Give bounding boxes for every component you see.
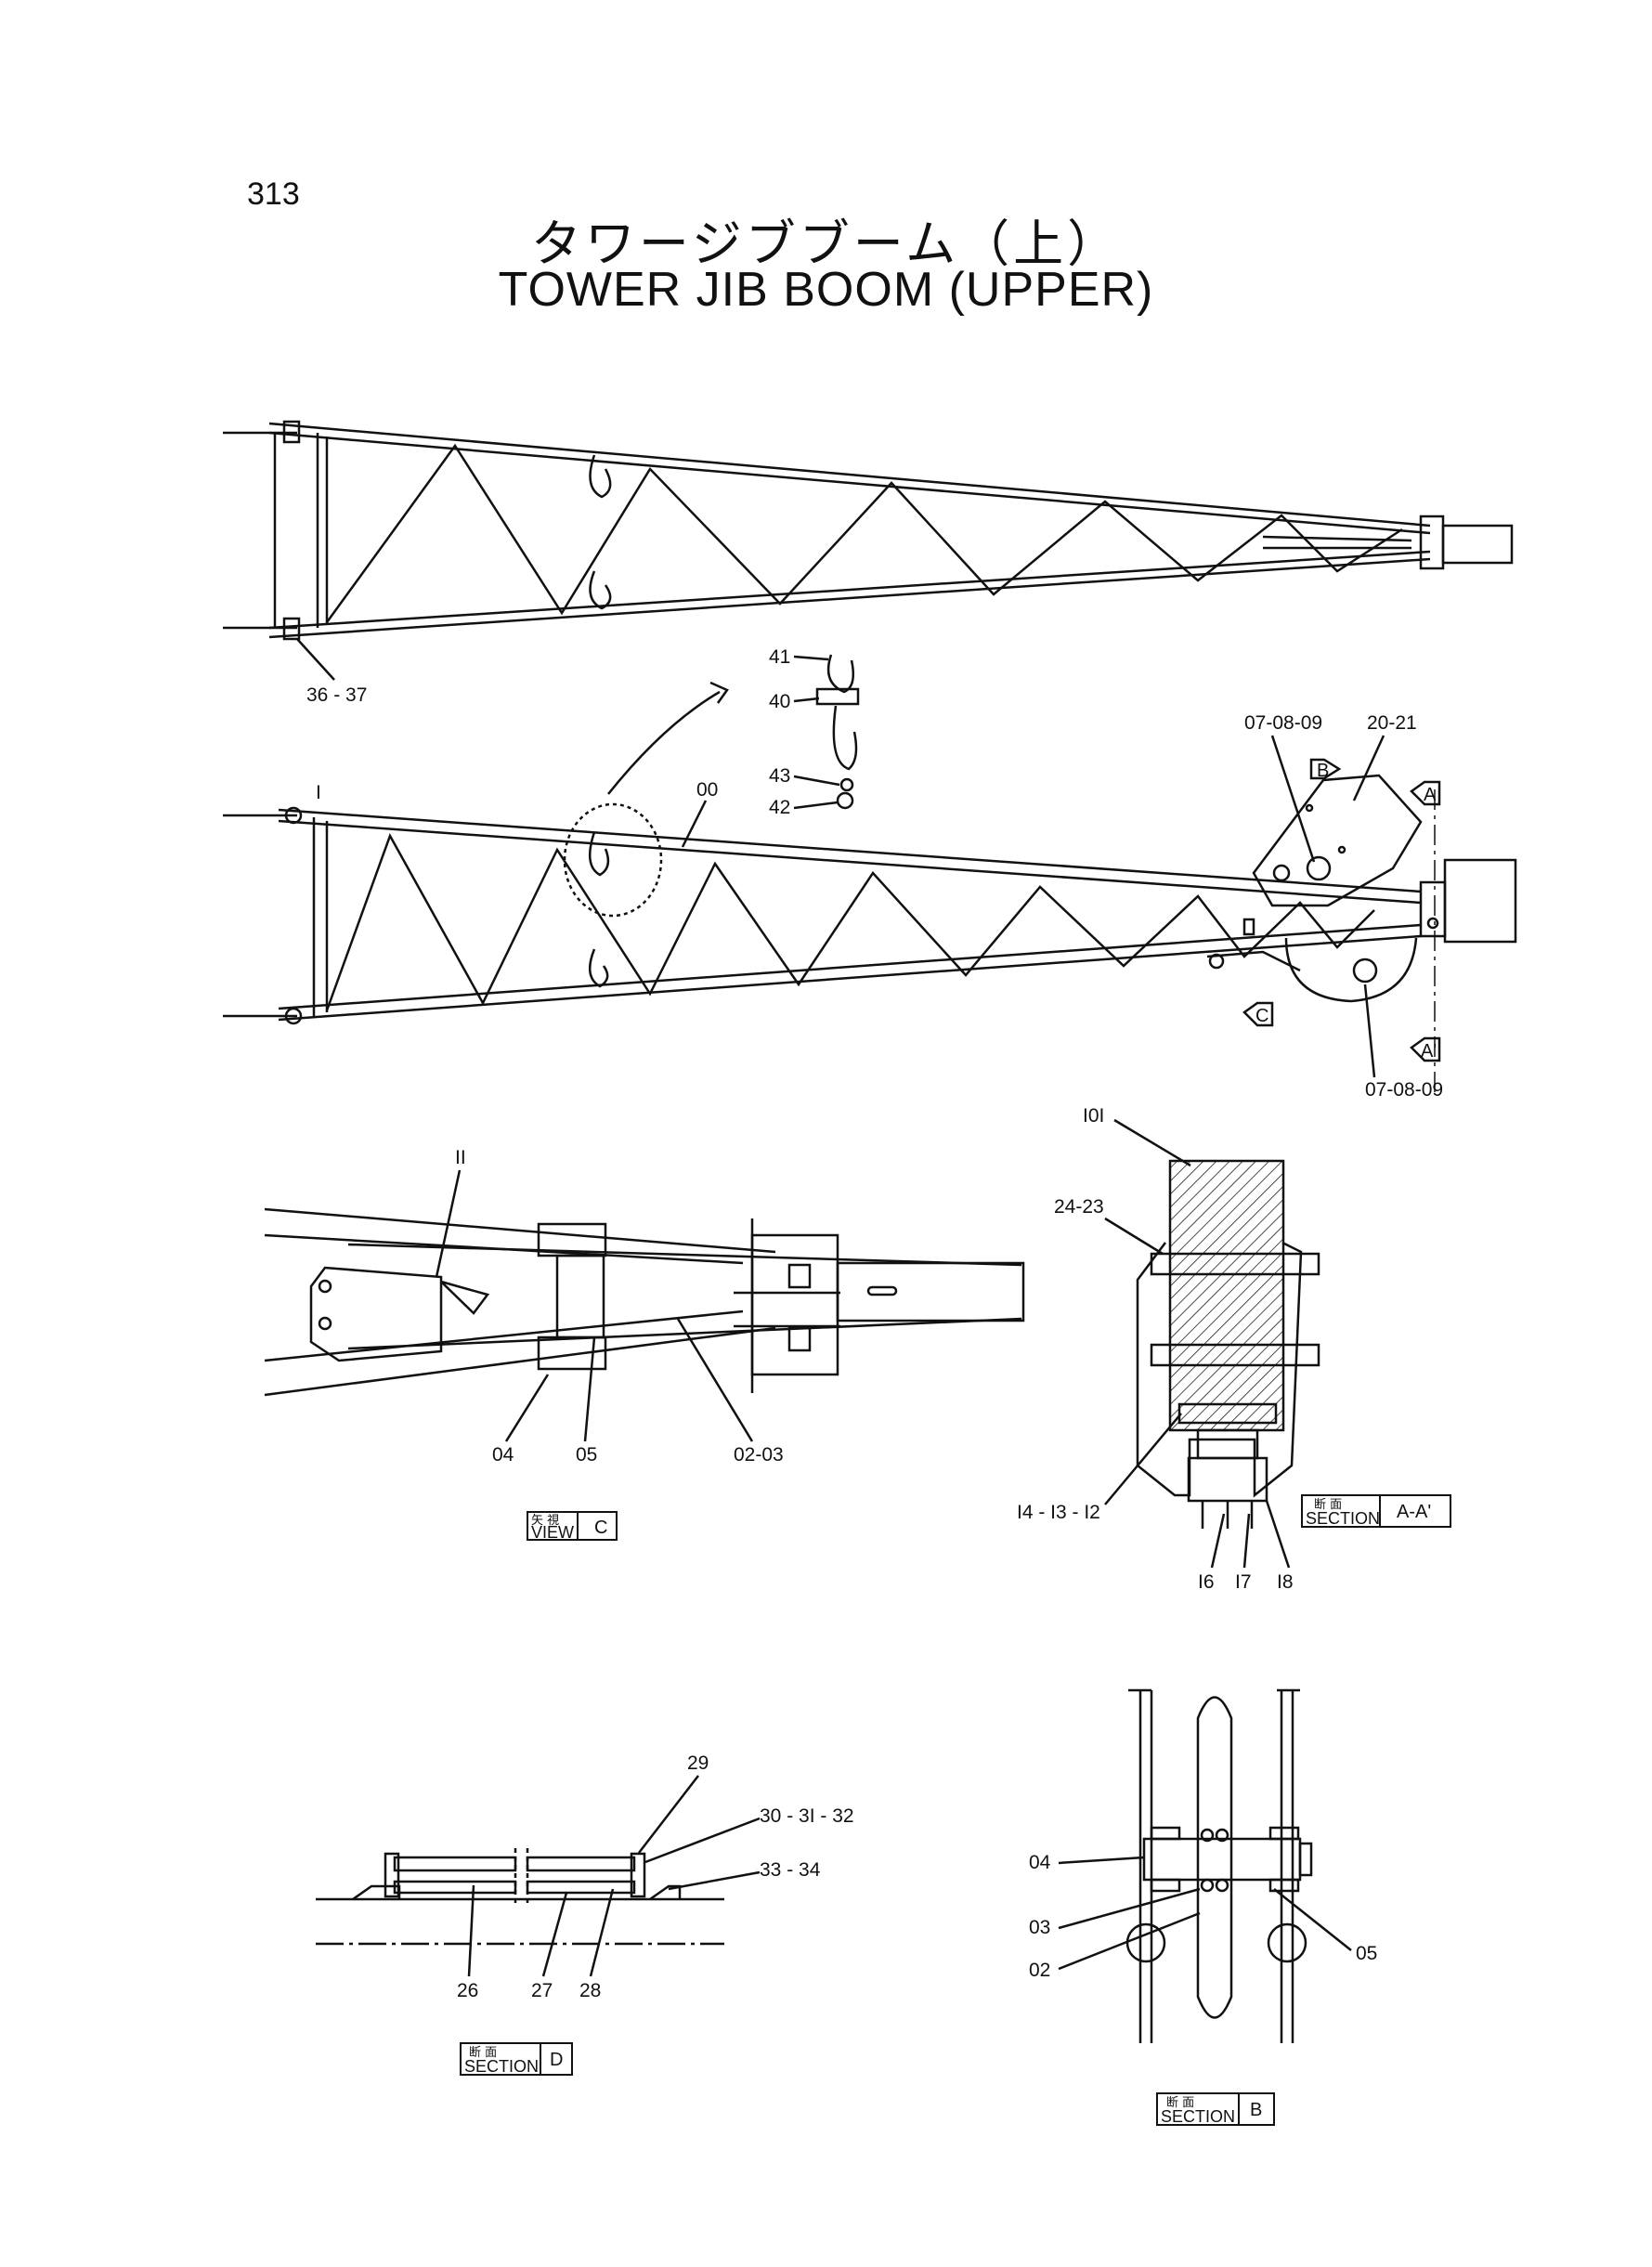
section-aa-drawing: [1136, 1159, 1320, 1529]
section-b-tag: 断 面 SECTION B: [1156, 2092, 1275, 2126]
svg-text:SECTION: SECTION: [464, 2057, 539, 2076]
hook-detail: [607, 654, 860, 810]
marker-b: B: [1309, 758, 1342, 781]
svg-text:C: C: [594, 1518, 607, 1538]
section-d-drawing: [316, 1848, 724, 1946]
section-aa-tag: 断 面 SECTION A-A': [1301, 1494, 1451, 1528]
label-04-section-b: 04: [1029, 1852, 1051, 1873]
marker-c: C: [1242, 1001, 1274, 1027]
label-05-section-b: 05: [1356, 1943, 1377, 1964]
view-c-drawing: [264, 1207, 1025, 1397]
label-26: 26: [457, 1980, 478, 2001]
marker-a-prime: A': [1410, 1036, 1441, 1062]
title-japanese: タワージブブーム（上）: [530, 215, 1122, 273]
svg-text:B: B: [1250, 2100, 1262, 2120]
label-17: I7: [1235, 1571, 1252, 1593]
marker-a: A: [1410, 780, 1441, 806]
title-english: TOWER JIB BOOM (UPPER): [498, 263, 1154, 317]
svg-text:B: B: [1317, 761, 1329, 781]
label-33-34: 33 - 34: [760, 1859, 821, 1881]
label-1: I: [316, 782, 321, 803]
label-29: 29: [687, 1752, 709, 1774]
label-02-section-b: 02: [1029, 1960, 1050, 1981]
label-05-view-c: 05: [576, 1444, 597, 1466]
label-30-31-32: 30 - 3I - 32: [760, 1805, 854, 1827]
label-00: 00: [696, 779, 718, 801]
label-18: I8: [1277, 1571, 1294, 1593]
svg-text:断 面: 断 面: [1314, 1498, 1342, 1512]
label-101: I0I: [1083, 1105, 1104, 1127]
label-04-view-c: 04: [492, 1444, 514, 1466]
label-41: 41: [769, 646, 790, 668]
label-40: 40: [769, 691, 790, 712]
label-43: 43: [769, 765, 790, 787]
label-07-08-09-bottom: 07-08-09: [1365, 1079, 1443, 1101]
label-14-13-12: I4 - I3 - I2: [1017, 1502, 1100, 1523]
svg-text:矢 視: 矢 視: [531, 1514, 559, 1528]
label-16: I6: [1198, 1571, 1215, 1593]
section-b-drawing: [1125, 1688, 1313, 2043]
boom-top-view: [223, 420, 1514, 641]
label-20-21: 20-21: [1367, 712, 1417, 734]
label-36-37: 36 - 37: [306, 684, 367, 706]
svg-text:SECTION: SECTION: [1306, 1509, 1380, 1528]
section-d-tag: 断 面 SECTION D: [460, 2042, 573, 2076]
svg-text:A: A: [1424, 785, 1437, 805]
svg-text:断 面: 断 面: [469, 2046, 497, 2060]
svg-text:D: D: [550, 2050, 563, 2070]
label-11: II: [455, 1147, 466, 1168]
label-24-23: 24-23: [1054, 1196, 1104, 1218]
view-c-tag: 矢 視 VIEW C: [527, 1511, 618, 1542]
label-27: 27: [531, 1980, 553, 2001]
label-02-03: 02-03: [734, 1444, 784, 1466]
svg-text:C: C: [1255, 1006, 1268, 1026]
label-28: 28: [579, 1980, 601, 2001]
svg-text:SECTION: SECTION: [1161, 2107, 1235, 2126]
boom-side-view: [223, 774, 1517, 1025]
svg-text:A': A': [1421, 1041, 1437, 1062]
label-03-section-b: 03: [1029, 1917, 1050, 1938]
label-42: 42: [769, 797, 790, 818]
svg-text:断 面: 断 面: [1166, 2096, 1194, 2110]
page-number: 313: [247, 176, 300, 212]
svg-text:A-A': A-A': [1397, 1502, 1431, 1522]
label-07-08-09-top: 07-08-09: [1244, 712, 1322, 734]
svg-text:VIEW: VIEW: [531, 1523, 574, 1542]
